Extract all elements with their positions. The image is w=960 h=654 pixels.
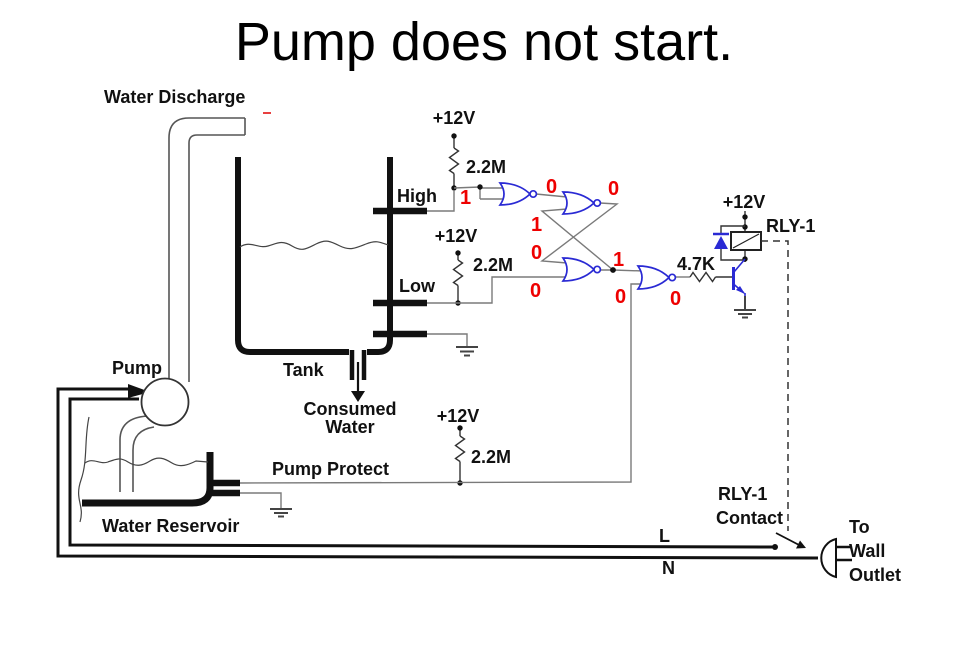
label-low: Low	[399, 276, 436, 296]
reservoir-ground	[240, 492, 292, 518]
label-line-n: N	[662, 558, 675, 578]
logic-gate4-out: 0	[670, 288, 681, 310]
nor-gate-3	[561, 257, 602, 282]
label-pump-protect: Pump Protect	[272, 459, 389, 479]
label-outlet-3: Outlet	[849, 565, 901, 585]
pump-body	[140, 377, 190, 427]
label-supply-relay: +12V	[723, 192, 766, 212]
pump	[119, 377, 190, 492]
nor-gate-1	[498, 182, 538, 206]
power-arrow	[128, 384, 150, 398]
label-r-protect: 2.2M	[471, 447, 511, 467]
consumed-water-arrow	[351, 362, 365, 402]
label-water-reservoir: Water Reservoir	[102, 516, 239, 536]
nor-gate-1-bubble	[529, 189, 538, 199]
label-water-discharge: Water Discharge	[104, 87, 245, 107]
label-outlet-2: Wall	[849, 541, 885, 561]
logic-gate4-in-protect: 0	[615, 286, 626, 308]
label-consumed-1: Consumed	[303, 399, 396, 419]
signal-wires	[239, 184, 690, 484]
label-r-low: 2.2M	[473, 255, 513, 275]
logic-high-input: 1	[460, 187, 471, 209]
relay-coil	[730, 211, 762, 262]
nor-gate-2-bubble	[593, 198, 602, 208]
pullup-resistor-protect	[454, 425, 466, 486]
label-consumed-2: Water	[325, 417, 374, 437]
label-r-high: 2.2M	[466, 157, 506, 177]
water-reservoir	[77, 416, 240, 523]
wall-plug	[820, 537, 852, 579]
label-contact-1: RLY-1	[718, 484, 767, 504]
logic-gate3-in-low: 0	[530, 280, 541, 302]
diagram-title: Pump does not start.	[235, 12, 733, 72]
mains-power-lines	[56, 384, 819, 560]
label-pump: Pump	[112, 358, 162, 378]
transistor-ground	[734, 296, 756, 319]
label-outlet-1: To	[849, 517, 870, 537]
logic-gate2-out: 0	[608, 178, 619, 200]
label-supply-high: +12V	[433, 108, 476, 128]
label-tank: Tank	[283, 360, 325, 380]
label-supply-protect: +12V	[437, 406, 480, 426]
tank	[235, 157, 427, 380]
transistor	[732, 258, 746, 297]
nor-gate-3-bubble	[593, 265, 602, 274]
pullup-resistor-low	[452, 250, 464, 306]
pullup-resistor-high	[448, 133, 460, 191]
relay-contact-switch	[772, 532, 806, 550]
logic-gate2-in-feedback: 1	[531, 214, 542, 236]
label-relay: RLY-1	[766, 216, 815, 236]
label-line-l: L	[659, 526, 670, 546]
logic-gate1-out: 0	[546, 176, 557, 198]
nor-gate-2	[561, 191, 602, 215]
flyback-diode	[713, 225, 745, 261]
logic-gate3-out: 1	[613, 249, 624, 271]
label-r-base: 4.7K	[677, 254, 715, 274]
nor-gate-4-bubble	[668, 273, 677, 282]
label-high: High	[397, 186, 437, 206]
relay-linkage-dashed	[761, 240, 789, 531]
tank-common-ground	[427, 333, 478, 357]
nor-gate-4	[636, 265, 677, 290]
water-discharge-pipe	[168, 117, 246, 382]
label-contact-2: Contact	[716, 508, 783, 528]
logic-gate3-in-feedback: 0	[531, 242, 542, 264]
label-supply-low: +12V	[435, 226, 478, 246]
base-resistor	[689, 271, 733, 283]
